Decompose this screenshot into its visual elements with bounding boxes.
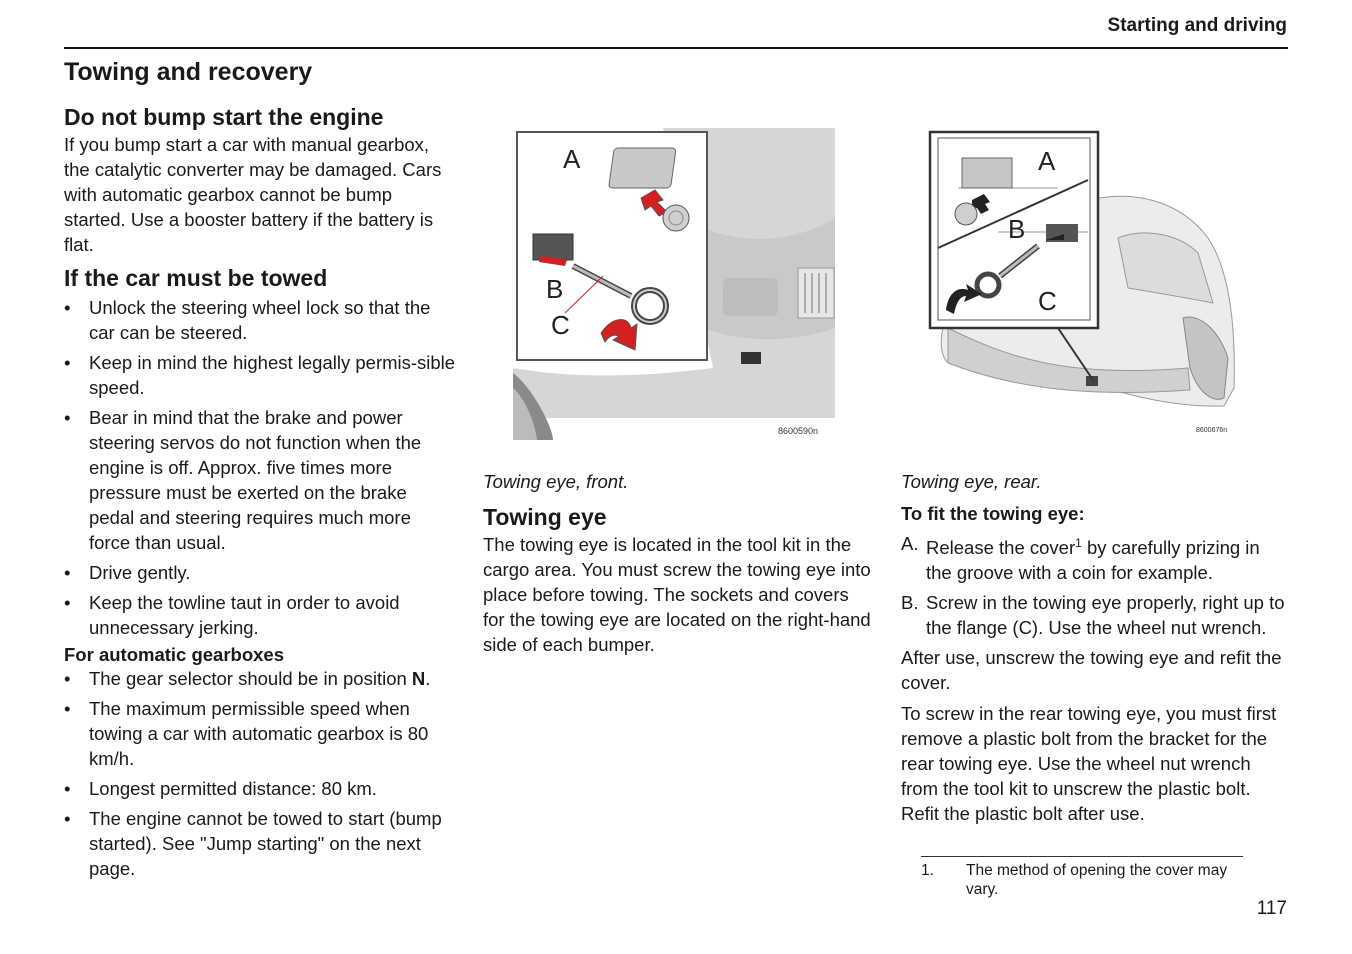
list-item: •The maximum permissible speed when towi… xyxy=(64,698,429,769)
label-b: B xyxy=(1008,214,1025,244)
label-b: B xyxy=(546,274,563,304)
list-item: •Keep in mind the highest legally permis… xyxy=(64,352,456,398)
figure-caption-rear: Towing eye, rear. xyxy=(901,471,1042,492)
list-item: •Bear in mind that the brake and power s… xyxy=(64,407,422,553)
heading-if-towed: If the car must be towed xyxy=(64,265,328,291)
middle-column: Towing eye, front. Towing eye The towing… xyxy=(483,469,875,657)
figure-towing-eye-front: A B C 8600590n xyxy=(513,128,835,440)
list-item: A.Release the cover1 by carefully prizin… xyxy=(901,533,1260,584)
header-rule xyxy=(64,47,1288,49)
left-column: Do not bump start the engine If you bump… xyxy=(64,102,456,886)
footnote-rule xyxy=(921,856,1243,857)
list-item: •Unlock the steering wheel lock so that … xyxy=(64,297,431,343)
label-c: C xyxy=(1038,286,1057,316)
heading-automatic-gearboxes: For automatic gearboxes xyxy=(64,644,285,665)
heading-bump-start: Do not bump start the engine xyxy=(64,104,384,130)
page-title: Towing and recovery xyxy=(64,58,313,86)
figure-code: 8600676n xyxy=(1196,427,1227,434)
list-item: •Longest permitted distance: 80 km. xyxy=(64,778,377,799)
list-item: •Drive gently. xyxy=(64,562,191,583)
towing-eye-text: The towing eye is located in the tool ki… xyxy=(483,534,871,655)
bump-start-text: If you bump start a car with manual gear… xyxy=(64,134,442,255)
footnote: 1. The method of opening the cover may v… xyxy=(921,862,1228,898)
list-item: •The gear selector should be in position… xyxy=(64,668,431,689)
heading-fit-towing-eye: To fit the towing eye: xyxy=(901,503,1085,524)
figure-code: 8600590n xyxy=(778,426,818,436)
list-item: •The engine cannot be towed to start (bu… xyxy=(64,808,442,879)
rear-towing-text: To screw in the rear towing eye, you mus… xyxy=(901,703,1277,825)
page-number: 117 xyxy=(1256,898,1287,919)
fit-steps-list: A.Release the cover1 by carefully prizin… xyxy=(901,531,1289,640)
label-a: A xyxy=(1038,146,1056,176)
label-a: A xyxy=(563,144,581,174)
after-use-text: After use, unscrew the towing eye and re… xyxy=(901,647,1282,694)
heading-towing-eye: Towing eye xyxy=(483,504,607,530)
list-item: B.Screw in the towing eye properly, righ… xyxy=(901,592,1285,639)
label-c: C xyxy=(551,310,570,340)
running-header: Starting and driving xyxy=(1107,15,1287,36)
list-item: •Keep the towline taut in order to avoid… xyxy=(64,592,400,638)
right-column: Towing eye, rear. To fit the towing eye:… xyxy=(901,469,1289,826)
figure-caption-front: Towing eye, front. xyxy=(483,471,629,492)
footnote-ref: 1 xyxy=(1075,536,1082,550)
automatic-list: •The gear selector should be in position… xyxy=(64,666,456,881)
figure-towing-eye-rear: A B C 8600676n xyxy=(928,130,1235,434)
towed-list: •Unlock the steering wheel lock so that … xyxy=(64,295,456,640)
